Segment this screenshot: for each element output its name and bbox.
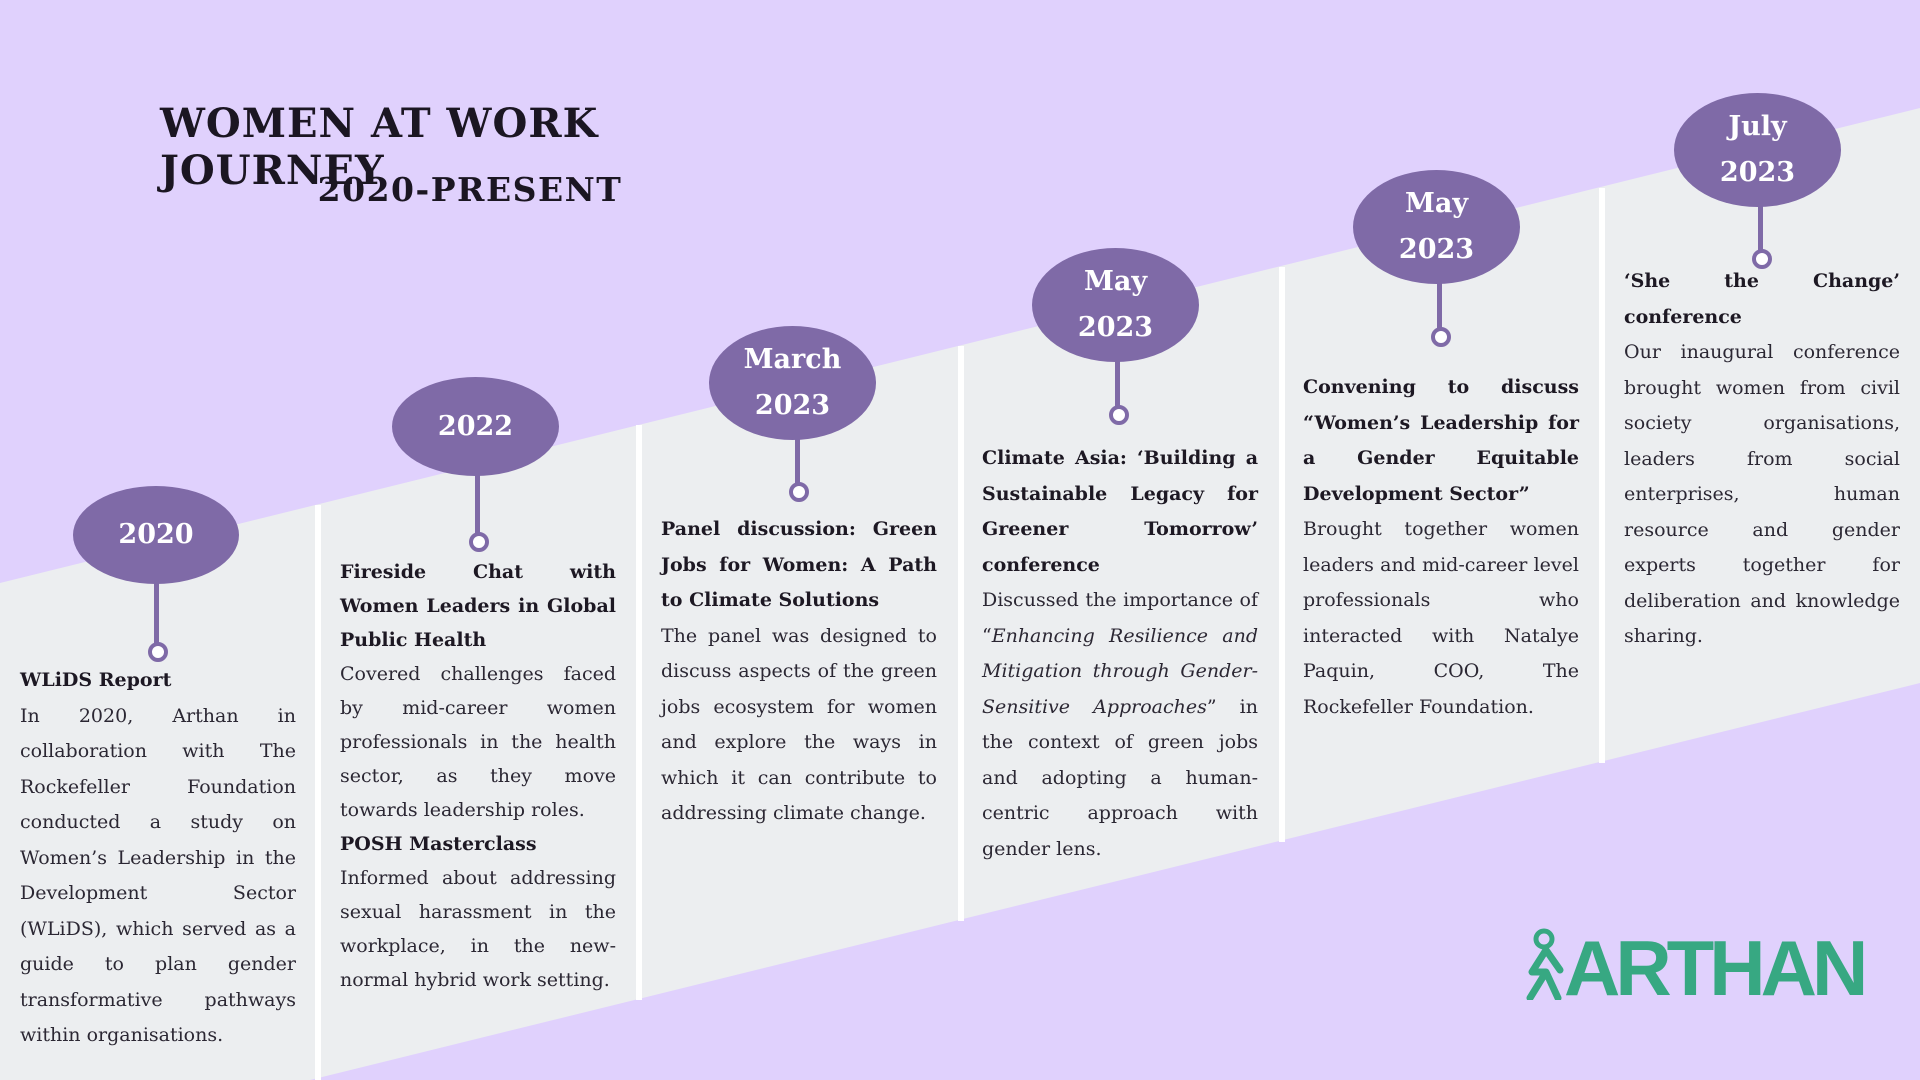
milestone-heading: Climate Asia: ‘Building a Sustainable Le… (982, 447, 1258, 576)
milestone-description-2: Informed about addressing sexual harassm… (340, 867, 616, 991)
milestone-text-2020: WLiDS Report In 2020, Arthan in collabor… (20, 663, 296, 1054)
milestone-description: Our inaugural conference brought women f… (1624, 341, 1900, 647)
milestone-dot (789, 482, 809, 502)
walking-person-icon (1526, 928, 1564, 1000)
milestone-description: Brought together women leaders and mid-c… (1303, 518, 1579, 718)
milestone-description: The panel was designed to discuss aspect… (661, 624, 937, 825)
milestone-connector (154, 582, 159, 644)
milestone-text-march-2023: Panel discussion: Green Jobs for Women: … (661, 512, 937, 832)
milestone-description: In 2020, Arthan in collaboration with Th… (20, 704, 296, 1047)
milestone-date-2022: 2022 (392, 377, 559, 476)
milestone-dot (1752, 249, 1772, 269)
milestone-heading: Convening to discuss “Women’s Leadership… (1303, 376, 1579, 505)
milestone-description: Covered challenges faced by mid-career w… (340, 663, 616, 821)
milestone-dot (469, 532, 489, 552)
milestone-text-2022: Fireside Chat with Women Leaders in Glob… (340, 555, 616, 997)
milestone-connector (795, 438, 800, 490)
milestone-heading-2: POSH Masterclass (340, 833, 537, 855)
arthan-logo: ARTHAN (1526, 928, 1868, 1007)
milestone-text-may-2023-climate: Climate Asia: ‘Building a Sustainable Le… (982, 441, 1258, 867)
milestone-connector (475, 474, 480, 534)
milestone-connector (1115, 360, 1120, 414)
milestone-connector (1437, 282, 1442, 336)
milestone-heading: WLiDS Report (20, 669, 172, 691)
page-title: WOMEN AT WORK JOURNEY (160, 100, 599, 194)
milestone-text-may-2023-convening: Convening to discuss “Women’s Leadership… (1303, 370, 1579, 725)
milestone-heading: Fireside Chat with Women Leaders in Glob… (340, 561, 616, 651)
milestone-dot (148, 642, 168, 662)
milestone-dot (1431, 327, 1451, 347)
milestone-date-2020: 2020 (73, 486, 239, 584)
page-subtitle: 2020-PRESENT (317, 170, 623, 209)
milestone-heading: Panel discussion: Green Jobs for Women: … (661, 518, 937, 611)
milestone-dot (1109, 405, 1129, 425)
milestone-description: Discussed the importance of “Enhancing R… (982, 589, 1258, 860)
milestone-connector (1758, 205, 1763, 258)
milestone-heading: ‘She the Change’ conference (1624, 270, 1900, 328)
logo-wordmark: ARTHAN (1564, 924, 1868, 1012)
milestone-text-july-2023: ‘She the Change’ conference Our inaugura… (1624, 264, 1900, 655)
